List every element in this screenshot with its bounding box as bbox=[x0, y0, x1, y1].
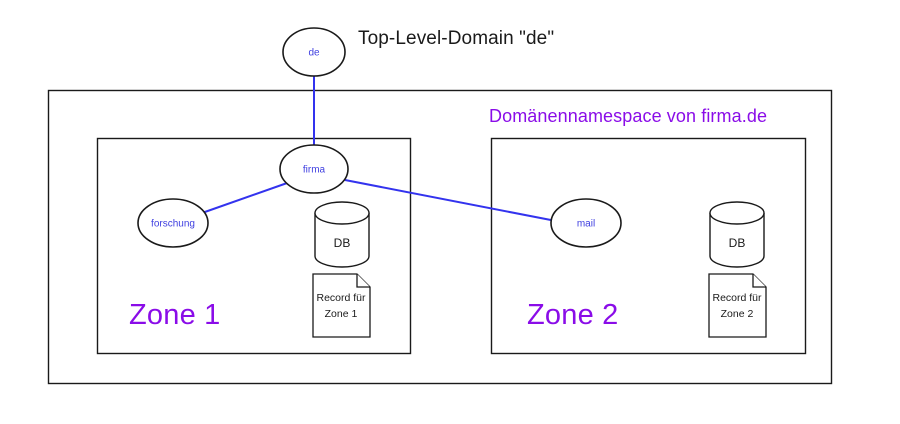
zone-1-box bbox=[96, 137, 412, 355]
zone-2-box bbox=[490, 137, 807, 355]
zone-2-label: Zone 2 bbox=[527, 299, 619, 331]
diagram-title: Top-Level-Domain "de" bbox=[358, 28, 555, 49]
record-label-zone-2-line2: Zone 2 bbox=[720, 308, 754, 320]
database-label-zone-1: DB bbox=[333, 236, 351, 250]
namespace-label: Domänennamespace von firma.de bbox=[489, 106, 768, 126]
node-forschung-label: forschung bbox=[151, 218, 195, 230]
record-label-zone-2-line1: Record für bbox=[712, 292, 762, 304]
node-de-label: de bbox=[308, 47, 320, 59]
record-note-zone-2 bbox=[708, 273, 767, 338]
record-label-zone-1-line2: Zone 1 bbox=[324, 308, 358, 320]
edge-firma-forschung bbox=[201, 181, 291, 214]
node-mail bbox=[550, 198, 622, 248]
node-firma bbox=[279, 144, 349, 194]
zone-1-label: Zone 1 bbox=[129, 299, 221, 331]
record-note-zone-1 bbox=[312, 273, 371, 338]
edge-firma-mail bbox=[344, 179, 557, 222]
node-mail-label: mail bbox=[576, 218, 596, 230]
database-cylinder-zone-2 bbox=[709, 201, 765, 268]
outer-namespace-box bbox=[47, 89, 833, 385]
database-cylinder-zone-1 bbox=[314, 201, 370, 268]
record-label-zone-1-line1: Record für bbox=[316, 292, 366, 304]
node-firma-label: firma bbox=[302, 164, 326, 176]
node-de bbox=[282, 27, 346, 77]
database-label-zone-2: DB bbox=[728, 236, 746, 250]
node-forschung bbox=[137, 198, 209, 248]
